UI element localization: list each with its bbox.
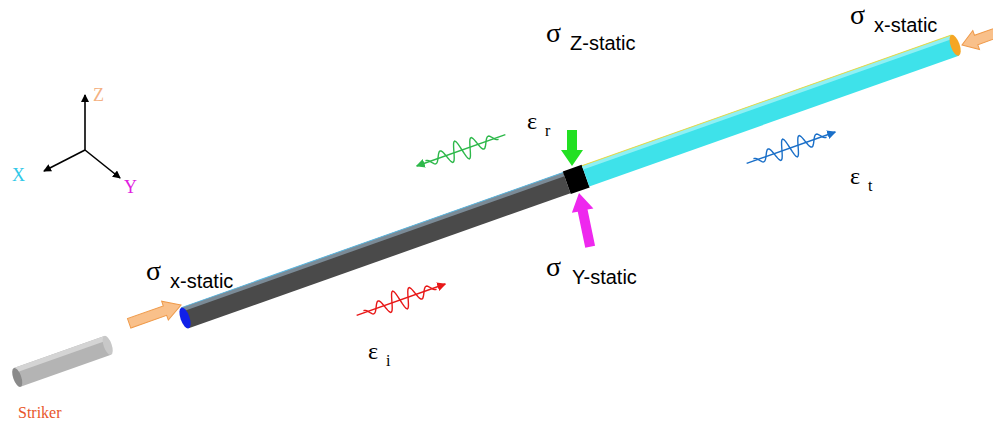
reflected-wave bbox=[413, 124, 509, 176]
stress-subscript: Y-static bbox=[572, 266, 637, 288]
y-static-arrow bbox=[568, 191, 601, 249]
stress-subscript: Z-static bbox=[570, 32, 636, 54]
stress-subscript: x-static bbox=[170, 270, 233, 292]
striker-label: Striker bbox=[18, 404, 62, 422]
strain-subscript: r bbox=[545, 122, 550, 140]
strain-symbol: ε bbox=[527, 108, 537, 134]
z-static-arrow bbox=[561, 130, 583, 166]
strain-subscript: t bbox=[868, 177, 872, 195]
transmission-bar bbox=[582, 33, 963, 186]
axis-label: Y bbox=[124, 178, 137, 198]
incident-wave bbox=[353, 274, 449, 326]
axis-label: X bbox=[12, 166, 25, 186]
transmitted-wave bbox=[743, 122, 839, 174]
stress-symbol: σ bbox=[146, 256, 161, 287]
strain-symbol: ε bbox=[368, 338, 378, 364]
strain-symbol: ε bbox=[850, 163, 860, 189]
stress-symbol: σ bbox=[546, 252, 561, 283]
x-static-arrow bbox=[959, 22, 993, 55]
coordinate-axes bbox=[44, 95, 120, 178]
incident-bar bbox=[177, 172, 570, 329]
x-static-arrow bbox=[126, 296, 185, 333]
striker-bar bbox=[10, 335, 115, 389]
strain-subscript: i bbox=[386, 352, 390, 370]
axis-label: Z bbox=[93, 86, 104, 106]
stress-symbol: σ bbox=[850, 0, 865, 31]
stress-subscript: x-static bbox=[874, 14, 937, 36]
stress-symbol: σ bbox=[546, 18, 561, 49]
